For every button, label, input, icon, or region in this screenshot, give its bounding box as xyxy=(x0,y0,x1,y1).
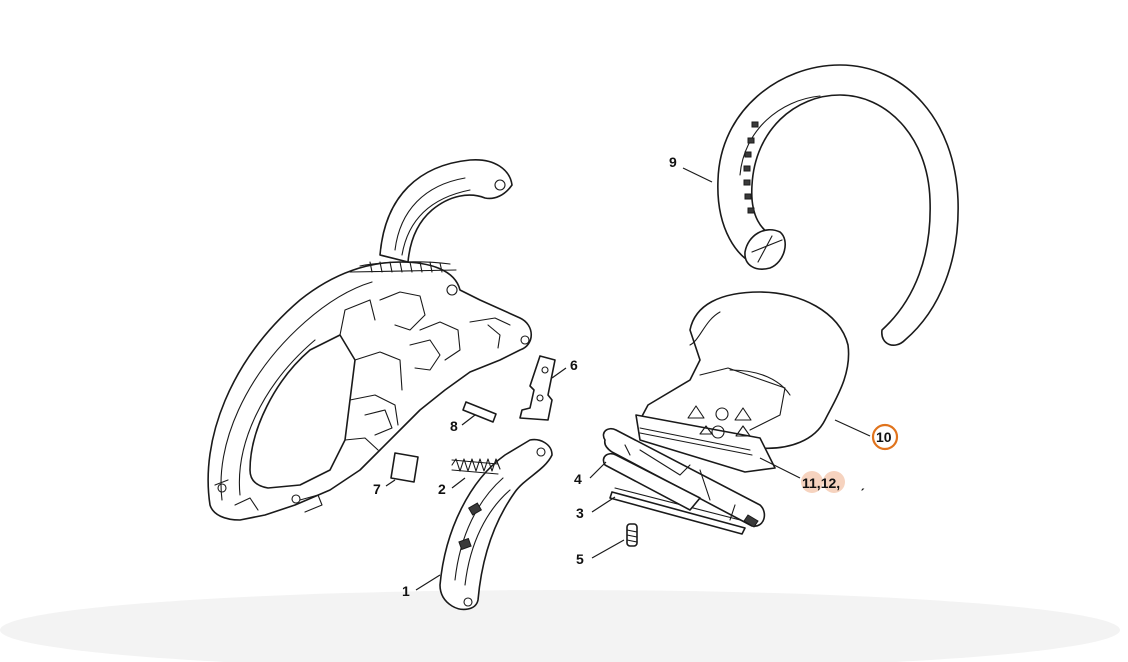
callout-1[interactable]: 1 xyxy=(402,583,410,599)
part-9-drawing xyxy=(717,64,959,346)
callout-11-highlight xyxy=(801,471,823,493)
leader-lines xyxy=(385,167,871,591)
callout-10[interactable]: 10 xyxy=(876,429,892,445)
callout-9[interactable]: 9 xyxy=(669,154,677,170)
part-2-drawing xyxy=(451,458,501,475)
callout-7[interactable]: 7 xyxy=(373,481,381,497)
callout-2[interactable]: 2 xyxy=(438,481,446,497)
part-5-drawing xyxy=(626,523,638,547)
floor-shadow xyxy=(0,590,1120,662)
housing-drawing xyxy=(207,159,533,521)
part-7-drawing xyxy=(390,452,419,483)
part-8-drawing xyxy=(462,401,497,423)
callout-trailing-mark: ˏ xyxy=(860,475,865,491)
callout-12-highlight xyxy=(823,471,845,493)
callout-6[interactable]: 6 xyxy=(570,357,578,373)
part-1-drawing xyxy=(439,438,553,611)
callout-3[interactable]: 3 xyxy=(576,505,584,521)
part-6-drawing xyxy=(519,355,556,421)
callout-4[interactable]: 4 xyxy=(574,471,582,487)
callout-5[interactable]: 5 xyxy=(576,551,584,567)
callout-11-12[interactable]: 11,12, xyxy=(802,475,840,491)
callout-10-highlight-ring xyxy=(871,423,899,451)
part-4-drawing xyxy=(602,427,766,528)
part-10-drawing xyxy=(635,291,850,473)
callout-8[interactable]: 8 xyxy=(450,418,458,434)
